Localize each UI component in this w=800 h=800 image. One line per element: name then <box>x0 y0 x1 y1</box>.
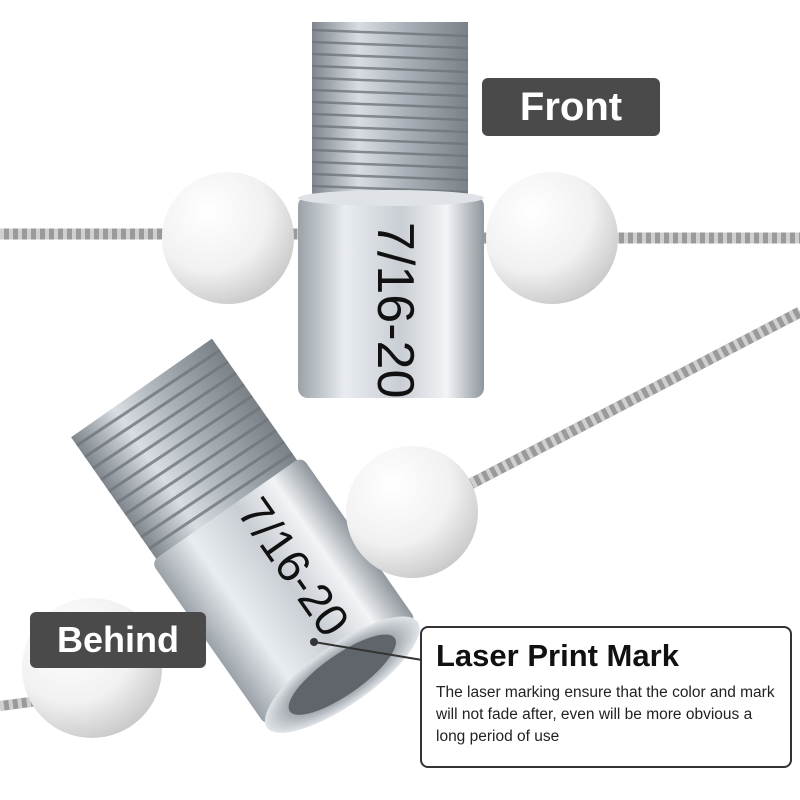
front-label: Front <box>482 78 660 136</box>
callout-pointer <box>313 641 423 661</box>
engraving-front: 7/16-20 <box>366 222 424 398</box>
callout-title: Laser Print Mark <box>436 638 679 673</box>
ball-top-right <box>486 172 618 304</box>
ball-top-left <box>162 172 294 304</box>
callout-pointer-dot <box>310 638 318 646</box>
behind-label: Behind <box>30 612 206 668</box>
front-adapter-body: 7/16-20 <box>298 190 484 398</box>
callout-body: The laser marking ensure that the color … <box>436 684 775 745</box>
front-adapter-thread <box>311 22 469 208</box>
laser-mark-callout: Laser Print Mark The laser marking ensur… <box>420 626 792 768</box>
ball-bottom-right <box>346 446 478 578</box>
